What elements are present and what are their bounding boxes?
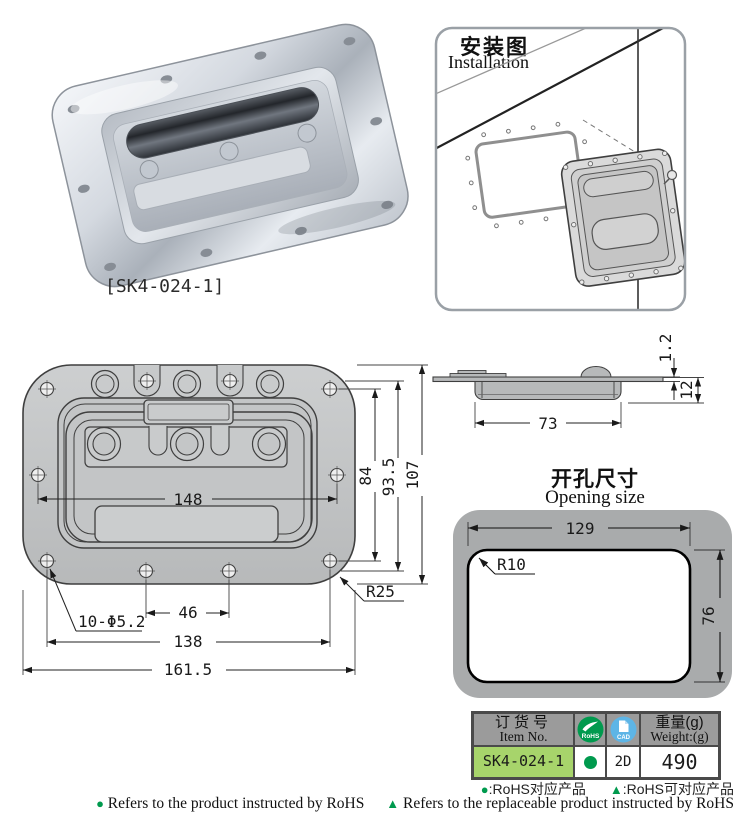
photo-label: [SK4-024-1] <box>105 276 225 297</box>
screw-icon <box>663 169 678 185</box>
dim-1-2: 1.2 <box>656 334 675 363</box>
spring-clip <box>148 426 168 456</box>
rohs-dot-icon: ● <box>480 782 489 797</box>
dim-148: 148 <box>174 490 203 509</box>
rohs-icon: RoHS <box>577 716 603 743</box>
dim-holes-callout: 10-Φ5.2 <box>78 612 145 631</box>
cell-rohs-status <box>575 747 607 777</box>
legend-en: ● Refers to the product instructed by Ro… <box>96 795 734 812</box>
dim-46: 46 <box>178 603 197 622</box>
dim-r10: R10 <box>497 555 526 574</box>
dim-93-5: 93.5 <box>379 458 398 497</box>
pan-profile <box>474 380 622 401</box>
dim-76: 76 <box>699 606 718 625</box>
cell-cad-link[interactable]: 2D <box>607 747 641 777</box>
side-view-drawing: 73 1.2 12 <box>432 334 704 433</box>
cell-weight: 490 <box>661 749 698 774</box>
opening-size-drawing: 129 76 R10 <box>453 510 732 698</box>
legend-cn: ●:RoHS对应产品▲:RoHS可对应产品 <box>480 781 734 797</box>
dim-138: 138 <box>174 632 203 651</box>
header-item-no: 订货号 Item No. <box>474 714 575 747</box>
spec-table: 订货号 Item No. RoHS CAD 重量(g) Weight:(g) S… <box>471 711 721 780</box>
flange-profile <box>432 376 664 383</box>
dim-161-5: 161.5 <box>164 660 212 679</box>
photo-plate-group <box>51 23 409 288</box>
dim-107: 107 <box>403 461 422 490</box>
header-weight: 重量(g) Weight:(g) <box>641 714 718 747</box>
svg-text:RoHS: RoHS <box>581 733 599 740</box>
dim-73: 73 <box>538 414 557 433</box>
installation-diagram <box>434 26 687 312</box>
rohs-dot-icon <box>583 755 597 769</box>
installation-border <box>434 26 687 312</box>
photo-handle-bar <box>126 87 320 159</box>
install-handle-plate <box>560 148 685 287</box>
rohs-triangle-icon: ▲ <box>386 796 400 811</box>
rohs-dot-icon: ● <box>96 796 104 811</box>
header-rohs: RoHS <box>575 714 607 747</box>
case-corner-line <box>436 28 666 151</box>
dim-r25: R25 <box>366 582 395 601</box>
opening-title-en: Opening size <box>545 487 645 508</box>
cutout-outline <box>466 548 692 684</box>
installation-title-cn: 安装图 <box>460 36 529 59</box>
rohs-triangle-icon: ▲ <box>609 782 623 797</box>
product-photo <box>51 23 409 288</box>
cad-icon: CAD <box>610 716 636 743</box>
installation-title-en: Installation <box>448 52 529 72</box>
dim-84: 84 <box>356 466 375 485</box>
spring-clip <box>210 426 230 456</box>
dim-129: 129 <box>566 519 595 538</box>
cell-item-no: SK4-024-1 <box>474 747 575 777</box>
spring-profile <box>449 373 507 378</box>
dim-12: 12 <box>677 380 696 399</box>
spring-housing <box>143 399 234 425</box>
case-edge-line <box>436 28 594 96</box>
opening-title-cn: 开孔尺寸 <box>551 468 639 491</box>
dim-inner-width <box>37 484 338 504</box>
front-view-drawing: 148 84 93.5 107 <box>22 364 428 679</box>
svg-text:CAD: CAD <box>617 735 631 741</box>
dome-profile <box>580 366 612 378</box>
header-cad: CAD <box>607 714 641 747</box>
handle-grip <box>94 505 279 543</box>
